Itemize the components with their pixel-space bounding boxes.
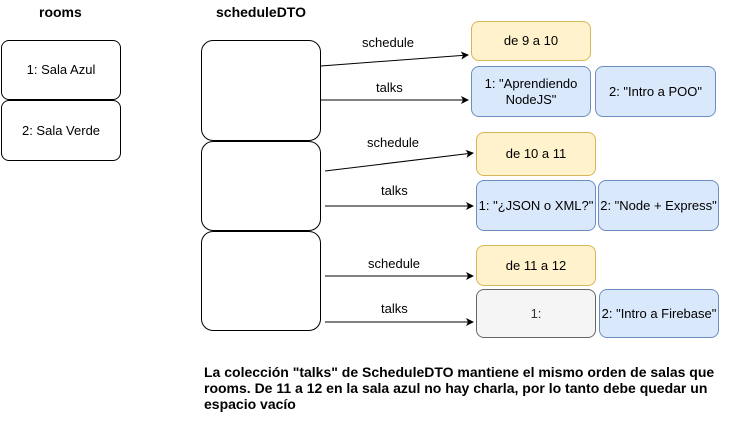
schedule-dto-3 (201, 231, 321, 331)
schedule-slot-3: de 11 a 12 (476, 245, 596, 286)
talk-slot-1-room-1: 1: "Aprendiendo NodeJS" (471, 66, 591, 117)
edge-label-schedule-2: schedule (366, 135, 421, 150)
edge-schedule-2 (324, 149, 474, 172)
rooms-header: rooms (39, 4, 82, 20)
edge-label-talks-2: talks (380, 183, 409, 198)
edge-schedule-1 (320, 51, 469, 67)
talk-slot-2-room-1: 1: "¿JSON o XML?" (476, 180, 596, 231)
talk-slot-1-room-2: 2: "Intro a POO" (595, 66, 716, 117)
schedule-dto-2 (201, 141, 321, 231)
edge-label-schedule-1: schedule (361, 35, 416, 50)
schedule-dto-1 (201, 40, 321, 141)
edge-label-talks-3: talks (380, 301, 409, 316)
explanation-note: La colección "talks" de ScheduleDTO mant… (204, 364, 715, 412)
edge-label-talks-1: talks (375, 80, 404, 95)
edge-label-schedule-3: schedule (367, 256, 422, 271)
schedule-slot-1: de 9 a 10 (471, 21, 591, 61)
talk-slot-3-room-1-empty: 1: (476, 289, 596, 338)
room-sala-verde: 2: Sala Verde (1, 100, 121, 161)
schedule-dto-header: scheduleDTO (216, 4, 306, 20)
talk-slot-3-room-2: 2: "Intro a Firebase" (599, 289, 719, 338)
schedule-slot-2: de 10 a 11 (476, 132, 596, 176)
talk-slot-2-room-2: 2: "Node + Express" (598, 180, 719, 231)
room-sala-azul: 1: Sala Azul (1, 40, 121, 100)
